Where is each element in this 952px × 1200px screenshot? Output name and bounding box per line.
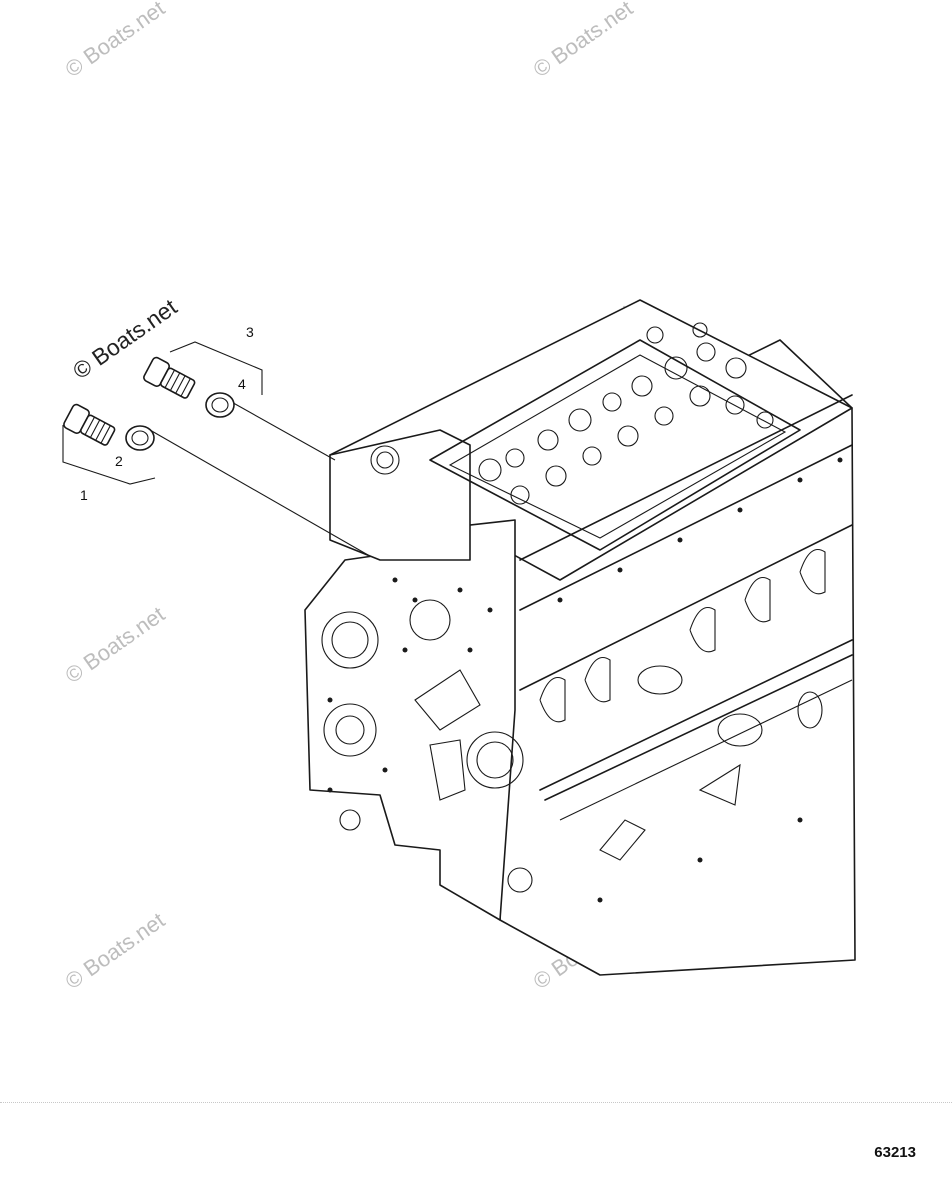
watermark: © Boats.net	[61, 907, 170, 994]
plug-part-1	[63, 403, 116, 446]
washer-part-4	[205, 392, 235, 418]
callout-1: 1	[80, 487, 88, 503]
callout-3: 3	[246, 324, 254, 340]
watermark: © Boats.net	[61, 601, 170, 688]
engine-block	[304, 299, 856, 976]
footer-divider	[0, 1102, 952, 1103]
leader-lines	[62, 341, 369, 556]
watermark: © Boats.net	[61, 0, 170, 82]
washer-part-2	[125, 425, 155, 451]
callout-2: 2	[115, 453, 123, 469]
callout-4: 4	[238, 376, 246, 392]
plug-part-3	[143, 356, 196, 399]
figure-number: 63213	[874, 1144, 916, 1161]
watermark: © Boats.net	[529, 0, 638, 82]
